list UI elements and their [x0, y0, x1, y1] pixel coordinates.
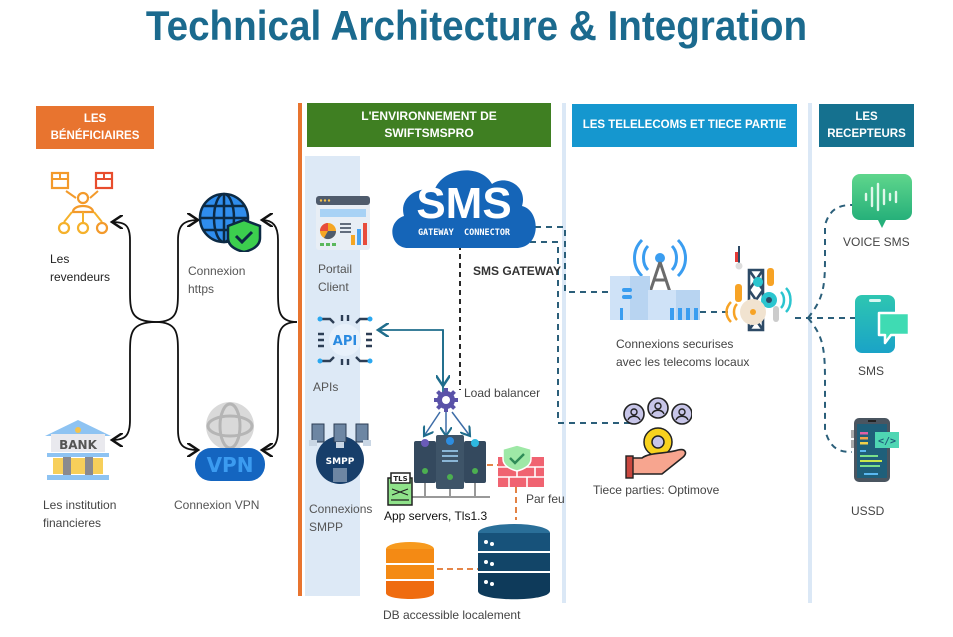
link-revendeurs — [112, 222, 157, 323]
orange-divider — [298, 103, 302, 596]
label-https-line1: Connexion — [188, 264, 246, 278]
header-beneficiaires-line2: BÉNÉFICIAIRES — [50, 129, 140, 142]
header-recepteurs-line1: LES — [855, 110, 878, 123]
label-db: DB accessible localement — [383, 608, 521, 622]
label-https: Connexion https — [188, 262, 245, 298]
header-telecoms-text: LES TELELECOMS ET TIECE PARTIE — [582, 119, 787, 131]
telecom-building-icon — [610, 232, 702, 322]
link-vpn-left — [155, 321, 198, 450]
sms-gateway-cloud-icon: SMS GATEWAY CONNECTOR — [388, 160, 540, 250]
label-apis: APIs — [313, 378, 338, 396]
label-voice-sms: VOICE SMS — [843, 235, 910, 249]
label-institutions-line1: Les institution — [43, 498, 117, 512]
header-environnement-line1: L'ENVIRONNEMENT DE — [361, 109, 497, 123]
third-party-icon — [622, 396, 692, 480]
label-load-balancer: Load balancer — [464, 386, 541, 400]
label-institutions-line2: financieres — [43, 516, 102, 530]
resellers-network-icon — [48, 170, 120, 240]
link-tower-voice — [807, 204, 853, 319]
ussd-phone-icon: </> — [851, 418, 901, 484]
app-servers-icon — [410, 433, 490, 505]
tls-badge-text: TLS — [393, 475, 407, 483]
label-telecom-line2: avec les telecoms locaux — [616, 355, 750, 369]
api-icon: API — [316, 313, 374, 367]
tls-certificate-icon: TLS — [387, 472, 413, 506]
svg-text:API: API — [333, 334, 357, 349]
link-tower-ussd — [807, 317, 853, 453]
page-title: Technical Architecture & Integration — [145, 2, 808, 49]
label-portail-line2: Client — [318, 280, 349, 294]
header-beneficiaires: LES BÉNÉFICIAIRES — [36, 106, 154, 149]
label-portail-line1: Portail — [318, 262, 353, 276]
sms-phone-icon — [855, 295, 911, 355]
label-https-line2: https — [188, 282, 215, 296]
link-bank — [112, 321, 157, 440]
svg-text:</>: </> — [878, 436, 896, 447]
label-telecom-line1: Connexions securises — [616, 337, 734, 351]
cell-tower-icon — [725, 240, 805, 332]
label-smpp: Connexions SMPP — [309, 500, 372, 536]
smpp-icon: SMPP — [307, 422, 373, 486]
header-environnement: L'ENVIRONNEMENT DE SWIFTSMSPRO — [307, 103, 551, 147]
link-gateway-thirdparty — [530, 241, 630, 424]
label-portail: Portail Client — [318, 260, 352, 296]
load-balancer-gear-icon — [433, 387, 459, 413]
bank-icon: BANK — [43, 418, 113, 484]
divider-env-telecom — [562, 103, 566, 603]
cloud-main-text: SMS — [416, 179, 512, 228]
label-vpn-line1: Connexion VPN — [174, 498, 260, 512]
label-revendeurs-line1: Les — [50, 252, 70, 266]
label-sms-gateway: SMS GATEWAY — [473, 264, 562, 278]
label-vpn: Connexion VPN — [174, 496, 259, 514]
db-local-icon — [384, 541, 436, 601]
dashboard-icon — [315, 195, 371, 251]
db-main-icon — [476, 523, 552, 601]
label-app-servers: App servers, Tls1.3 — [384, 509, 488, 523]
label-smpp-line2: SMPP — [309, 520, 344, 534]
firewall-icon — [497, 443, 545, 489]
divider-telecom-recepteurs — [808, 103, 812, 603]
cloud-sub-text: GATEWAY CONNECTOR — [417, 228, 511, 238]
header-telecoms: LES TELELECOMS ET TIECE PARTIE — [572, 104, 797, 147]
label-institutions: Les institution financieres — [43, 496, 116, 532]
svg-text:VPN: VPN — [207, 453, 254, 477]
link-vpn-right — [262, 321, 298, 450]
label-firewall: Par feu — [526, 492, 565, 506]
globe-shield-icon — [198, 192, 262, 252]
header-recepteurs: LES RECEPTEURS — [819, 104, 914, 147]
link-https-left — [155, 220, 198, 323]
label-telecom: Connexions securises avec les telecoms l… — [616, 335, 749, 371]
voice-sms-icon — [852, 174, 912, 230]
svg-text:BANK: BANK — [59, 438, 97, 452]
link-api-lb — [378, 330, 444, 392]
label-smpp-line1: Connexions — [309, 502, 373, 516]
svg-text:SMPP: SMPP — [326, 457, 355, 467]
header-environnement-line2: SWIFTSMSPRO — [384, 126, 474, 140]
label-ussd: USSD — [851, 504, 885, 518]
label-apis-line1: APIs — [313, 380, 339, 394]
vpn-icon: VPN — [192, 400, 268, 482]
header-beneficiaires-line1: LES — [83, 112, 107, 125]
label-revendeurs: Les revendeurs — [50, 250, 110, 286]
link-gateway-telecom — [535, 226, 612, 293]
label-third-party: Tiece parties: Optimove — [593, 483, 720, 497]
link-https-right — [262, 220, 298, 323]
header-recepteurs-line2: RECEPTEURS — [827, 127, 906, 140]
label-sms: SMS — [858, 364, 885, 378]
label-revendeurs-line2: revendeurs — [50, 270, 111, 284]
